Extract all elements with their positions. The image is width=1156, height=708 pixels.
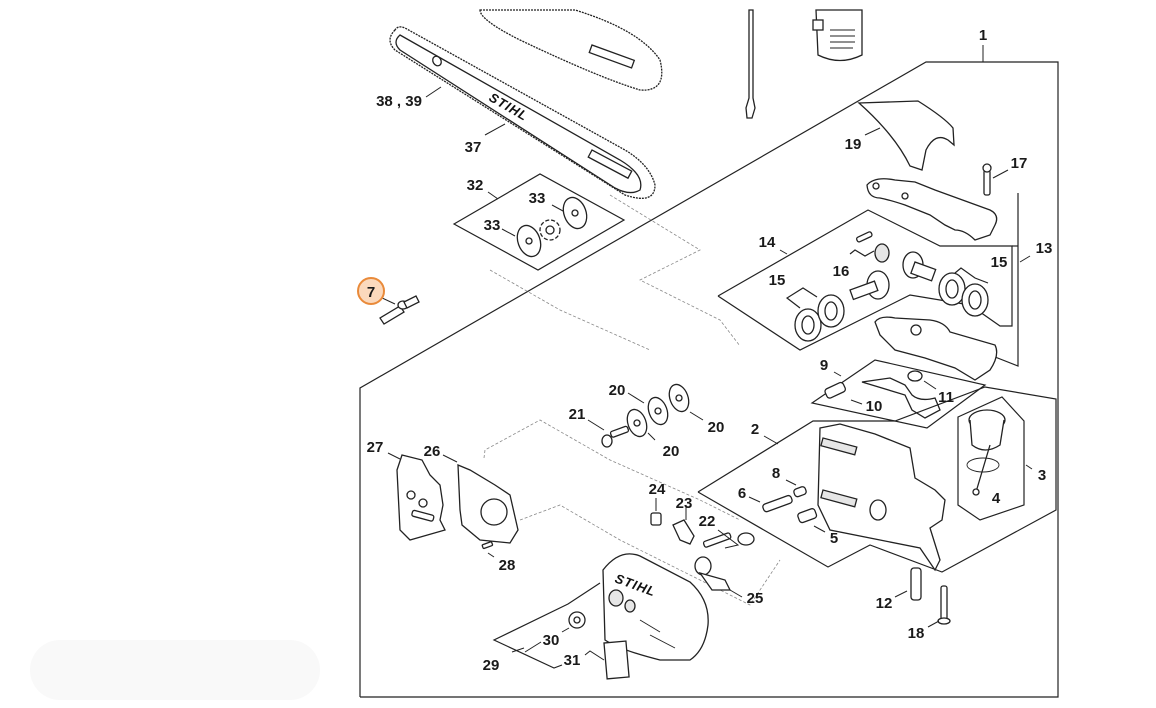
callout-32[interactable]: 32 (467, 177, 484, 194)
callout-12[interactable]: 12 (876, 595, 893, 612)
stud-part-7[interactable] (379, 295, 420, 325)
callout-labels: 1 2 3 4 5 6 8 9 10 11 12 13 14 15 15 16 … (367, 27, 1053, 674)
callout-28[interactable]: 28 (499, 557, 516, 574)
callout-29[interactable]: 29 (483, 657, 500, 674)
bar-upper (479, 9, 663, 91)
callout-3[interactable]: 3 (1038, 467, 1046, 484)
gear-housing-top[interactable] (866, 178, 998, 241)
callout-7-label: 7 (367, 284, 375, 301)
callout-1[interactable]: 1 (979, 27, 987, 44)
callout-23[interactable]: 23 (676, 495, 693, 512)
alignment-lines (483, 194, 781, 606)
callout-22[interactable]: 22 (699, 513, 716, 530)
callout-25[interactable]: 25 (747, 590, 764, 607)
highlighted-callout-7[interactable]: 7 (357, 277, 385, 305)
callout-38-39[interactable]: 38 , 39 (376, 93, 422, 110)
callout-9[interactable]: 9 (820, 357, 828, 374)
callout-15-right[interactable]: 15 (991, 254, 1008, 271)
nut-part-30[interactable] (568, 611, 586, 629)
callout-33-left[interactable]: 33 (484, 217, 501, 234)
callout-33-top[interactable]: 33 (529, 190, 546, 207)
callout-5[interactable]: 5 (830, 530, 838, 547)
gear-set-frame (717, 193, 1031, 367)
assembly-frame (359, 45, 1059, 698)
callout-31[interactable]: 31 (564, 652, 581, 669)
plate-part-27[interactable] (396, 454, 446, 541)
callout-20-bottom[interactable]: 20 (663, 443, 680, 460)
bearings-15-left[interactable] (794, 294, 845, 342)
callout-15-left[interactable]: 15 (769, 272, 786, 289)
callout-37[interactable]: 37 (465, 139, 482, 156)
sprocket-kit-frame (452, 173, 626, 271)
callout-18[interactable]: 18 (908, 625, 925, 642)
callout-11[interactable]: 11 (938, 389, 954, 406)
gear-set[interactable] (849, 231, 937, 301)
callout-4[interactable]: 4 (992, 490, 1001, 507)
small-parts-568[interactable] (762, 486, 818, 524)
oil-pump-frame (810, 359, 987, 429)
oil-tank-cap[interactable] (966, 409, 1006, 496)
washers-part-20[interactable] (624, 382, 692, 439)
callout-14[interactable]: 14 (759, 234, 776, 251)
screw-part-21[interactable] (601, 425, 630, 448)
cover-kit-frame (492, 582, 605, 669)
plate-part-26[interactable] (457, 464, 519, 544)
label-part-31[interactable] (603, 640, 630, 680)
main-housing[interactable] (817, 423, 946, 572)
screw-part-17[interactable] (982, 163, 992, 196)
callout-16[interactable]: 16 (833, 263, 850, 280)
callout-24[interactable]: 24 (649, 481, 666, 498)
screw-part-28[interactable] (481, 541, 494, 550)
oil-pump-parts[interactable] (824, 370, 941, 419)
callout-27[interactable]: 27 (367, 439, 384, 456)
callout-19[interactable]: 19 (845, 136, 862, 153)
callout-17[interactable]: 17 (1011, 155, 1028, 172)
callout-10[interactable]: 10 (866, 398, 883, 415)
grease-tube (812, 9, 863, 62)
callout-13[interactable]: 13 (1036, 240, 1053, 257)
callout-30[interactable]: 30 (543, 632, 560, 649)
housing-frame (697, 386, 1057, 573)
screw-part-18[interactable] (937, 585, 951, 625)
callout-8[interactable]: 8 (772, 465, 780, 482)
callout-2[interactable]: 2 (751, 421, 759, 438)
callout-20-right[interactable]: 20 (708, 419, 725, 436)
bearings-15-right[interactable] (938, 272, 989, 317)
callout-20-top[interactable]: 20 (609, 382, 626, 399)
callout-6[interactable]: 6 (738, 485, 746, 502)
callout-21[interactable]: 21 (569, 406, 586, 423)
sprocket-kit[interactable] (513, 194, 591, 260)
file-tool (745, 9, 756, 119)
oil-tank-cap-frame (957, 396, 1033, 521)
pin-part-12[interactable] (910, 567, 922, 601)
cover-part-19[interactable] (857, 100, 955, 171)
gear-housing-bottom[interactable] (874, 316, 998, 381)
guide-bar[interactable]: STIHL (389, 26, 656, 199)
tensioner-parts[interactable] (650, 512, 755, 591)
background-shadow (30, 640, 320, 700)
callout-26[interactable]: 26 (424, 443, 441, 460)
sprocket-cover[interactable]: STIHL (602, 553, 709, 661)
